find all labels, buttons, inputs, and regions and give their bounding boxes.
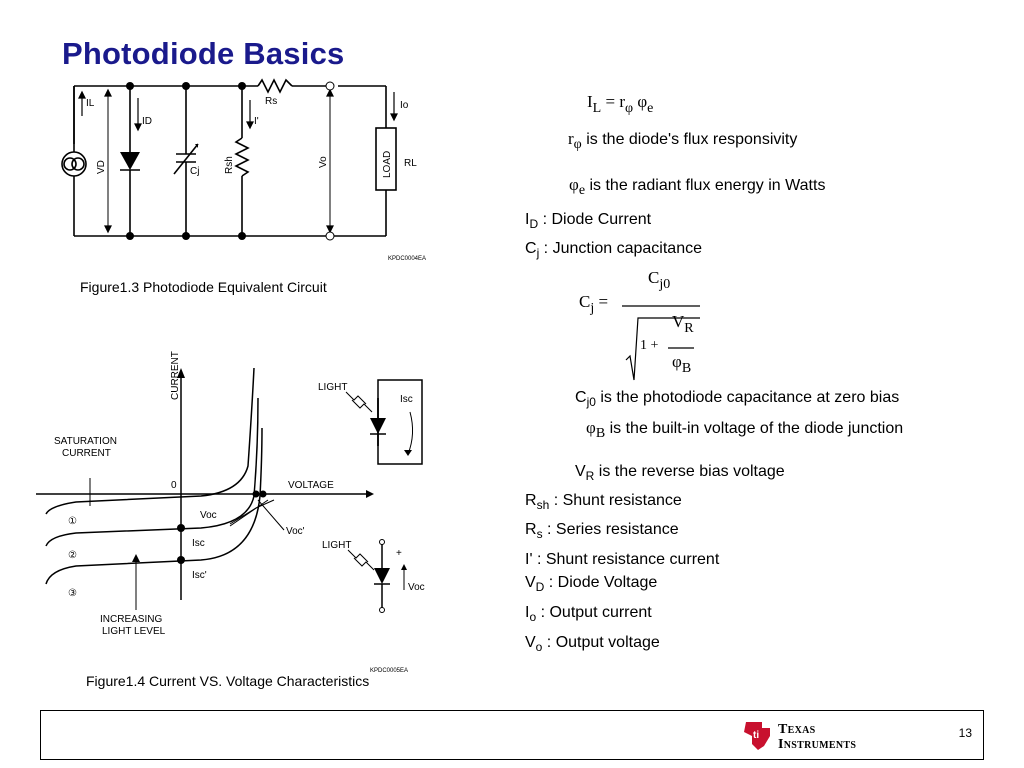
circuit-caption: Figure1.3 Photodiode Equivalent Circuit [80, 279, 327, 295]
increasing-label-1: INCREASING [100, 614, 162, 625]
curve-3-label: ③ [68, 588, 77, 599]
iv-code: KPDC0005EA [370, 668, 408, 674]
equation-cj-one: 1 + [640, 338, 659, 353]
light-label-1: LIGHT [318, 382, 347, 393]
axis-voltage-label: VOLTAGE [288, 480, 334, 491]
axis-current-label: CURRENT [170, 351, 181, 400]
def-vr: VR is the reverse bias voltage [575, 463, 785, 483]
circuit-code: KPDC0004EA [388, 256, 426, 262]
footer-box [40, 710, 984, 760]
label-il: IL [86, 98, 95, 109]
page-number: 13 [958, 726, 972, 740]
ti-logo-text: Texas Instruments [778, 722, 857, 752]
curve-1-label: ① [68, 516, 77, 527]
equation-cj-vr: VR [672, 312, 694, 336]
vocp-label: Voc' [286, 526, 305, 537]
def-r-phi: rφ is the diode's flux responsivity [568, 129, 798, 152]
iscp-label: Isc' [192, 570, 207, 581]
definition-item: VD : Diode Voltage [525, 574, 658, 594]
definition-item: Cj : Junction capacitance [525, 240, 702, 260]
inset-voc-label: Voc [408, 582, 425, 593]
equivalent-circuit-diagram: IL ID Rs I' Io RL Cj VD Rsh Vo LOAD KPDC… [61, 78, 426, 262]
equation-cj-fraction-lines [622, 305, 700, 381]
equation-cj-numerator: Cj0 [648, 268, 671, 292]
svg-text:ti: ti [753, 730, 759, 741]
plus-label: + [396, 548, 402, 559]
definition-item: I' : Shunt resistance current [525, 551, 720, 568]
def-phi-e: φe is the radiant flux energy in Watts [569, 175, 826, 198]
label-iprime: I' [254, 116, 259, 127]
definition-item: ID : Diode Current [525, 211, 652, 231]
slide-title: Photodiode Basics [62, 36, 345, 71]
label-cj: Cj [190, 166, 199, 177]
label-vd: VD [96, 160, 107, 174]
label-load: LOAD [382, 151, 393, 178]
definition-item: Rs : Series resistance [525, 521, 679, 541]
voc-label: Voc [200, 510, 217, 521]
label-vo: Vo [318, 156, 329, 168]
iv-caption: Figure1.4 Current VS. Voltage Characteri… [86, 673, 370, 689]
increasing-label-2: LIGHT LEVEL [102, 626, 166, 637]
def-phi-b: φB is the built-in voltage of the diode … [586, 418, 904, 441]
definition-item: Rsh : Shunt resistance [525, 492, 682, 512]
label-id: ID [142, 116, 152, 127]
origin-label: 0 [171, 480, 177, 491]
equation-il: IL = rφ φe [587, 92, 654, 116]
definition-item: Vo : Output voltage [525, 634, 660, 654]
label-rsh: Rsh [224, 156, 235, 174]
label-rl: RL [404, 158, 417, 169]
label-rs: Rs [265, 96, 277, 107]
def-cj0: Cj0 is the photodiode capacitance at zer… [575, 389, 900, 409]
saturation-label-1: SATURATION [54, 436, 117, 447]
label-io: Io [400, 100, 409, 111]
equation-cj-lhs: Cj = [579, 292, 609, 316]
isc-label: Isc [192, 538, 205, 549]
ti-logo-icon: ti [744, 722, 770, 750]
saturation-label-2: CURRENT [62, 448, 111, 459]
light-label-2: LIGHT [322, 540, 351, 551]
definition-item: Io : Output current [525, 604, 652, 624]
equation-cj-phib: φB [672, 352, 692, 376]
inset-isc-label: Isc [400, 394, 413, 405]
curve-2-label: ② [68, 550, 77, 561]
iv-characteristics-diagram: CURRENT VOLTAGE 0 SATURATION CURRENT Voc… [36, 351, 425, 674]
